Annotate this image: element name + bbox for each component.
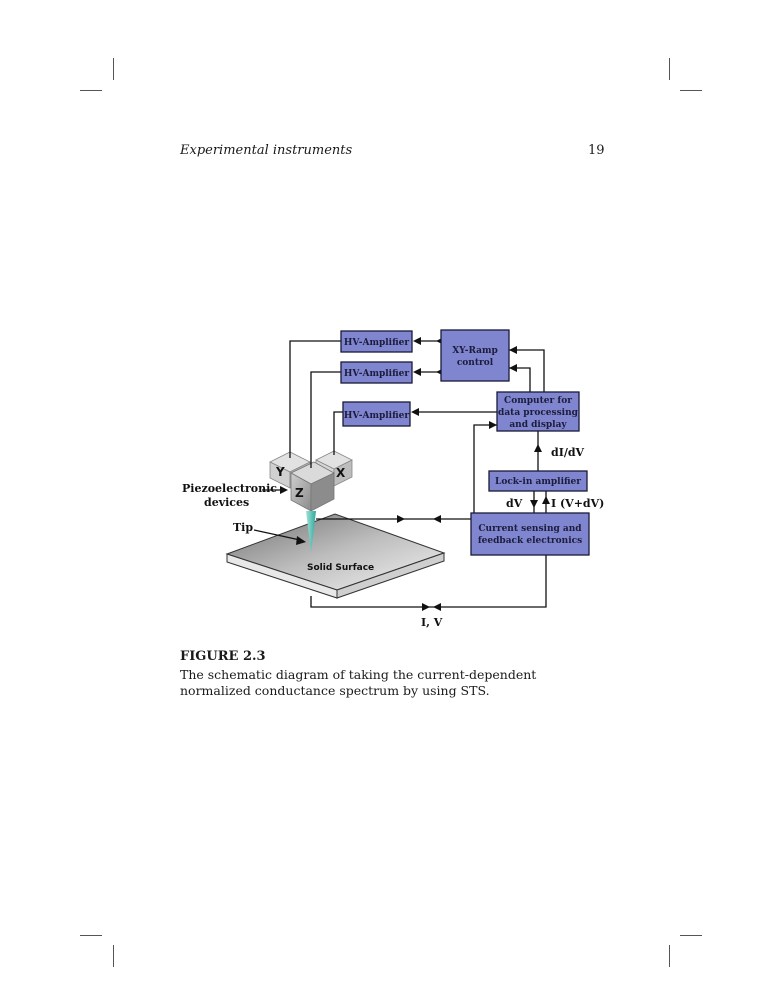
svg-text:Lock-in amplifier: Lock-in amplifier xyxy=(495,477,581,487)
surface-label: Solid Surface xyxy=(307,563,374,573)
svg-text:control: control xyxy=(457,358,494,368)
connection-wires xyxy=(289,340,547,608)
piezo-cubes: Y X Z xyxy=(269,450,353,512)
axis-label-z: Z xyxy=(295,486,304,500)
page-number: 19 xyxy=(588,143,605,158)
svg-text:Current sensing and: Current sensing and xyxy=(478,524,582,534)
crop-mark xyxy=(680,935,702,936)
svg-text:HV-Amplifier: HV-Amplifier xyxy=(344,338,409,348)
computer-box: Computer for data processing and display xyxy=(496,391,580,432)
figure-caption-title: FIGURE 2.3 xyxy=(180,649,266,664)
axis-label-x: X xyxy=(336,466,346,480)
hv-amplifier-3: HV-Amplifier xyxy=(342,401,411,427)
hv-amplifier-2: HV-Amplifier xyxy=(340,361,413,384)
running-head: Experimental instruments xyxy=(180,143,353,158)
piezo-label-2: devices xyxy=(204,496,249,509)
figure-caption-body: The schematic diagram of taking the curr… xyxy=(180,667,537,698)
xy-ramp-control: XY-Ramp control xyxy=(440,329,510,382)
crop-mark xyxy=(669,945,670,967)
lock-in-amplifier: Lock-in amplifier xyxy=(488,470,588,492)
tip-label: Tip xyxy=(233,521,253,534)
dv-label: dV xyxy=(506,497,523,510)
svg-text:HV-Amplifier: HV-Amplifier xyxy=(344,411,409,421)
iv-label: I, V xyxy=(421,616,443,629)
axis-label-y: Y xyxy=(275,465,285,479)
crop-mark xyxy=(113,58,114,80)
svg-text:and display: and display xyxy=(509,420,567,430)
hv-amplifier-1: HV-Amplifier xyxy=(340,330,413,353)
crop-mark xyxy=(669,58,670,80)
crop-mark xyxy=(80,90,102,91)
current-sensing-box: Current sensing and feedback electronics xyxy=(470,512,590,556)
crop-mark xyxy=(113,945,114,967)
piezo-label: Piezoelectronic xyxy=(182,482,277,495)
solid-surface: Solid Surface xyxy=(225,513,446,599)
svg-text:XY-Ramp: XY-Ramp xyxy=(452,346,498,356)
stm-tip xyxy=(306,511,316,552)
svg-text:Computer for: Computer for xyxy=(504,396,572,406)
svg-text:HV-Amplifier: HV-Amplifier xyxy=(344,369,409,379)
ivdv-label: I (V+dV) xyxy=(551,497,604,510)
svg-text:feedback electronics: feedback electronics xyxy=(478,536,582,546)
svg-text:data processing: data processing xyxy=(498,408,579,418)
crop-mark xyxy=(680,90,702,91)
didv-label: dI/dV xyxy=(551,446,585,459)
crop-mark xyxy=(80,935,102,936)
